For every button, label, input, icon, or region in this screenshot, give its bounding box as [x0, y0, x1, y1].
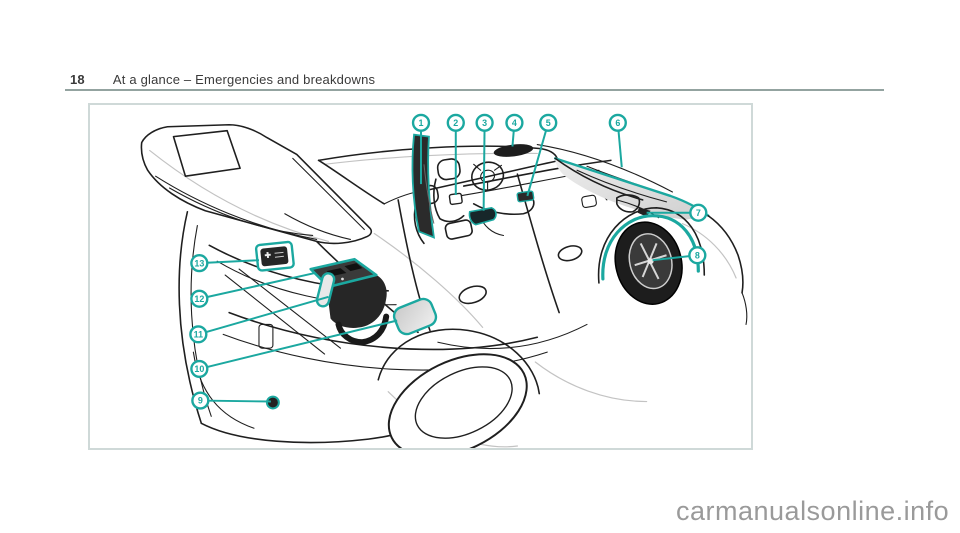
center-armrest: [444, 219, 473, 240]
header-rule: [65, 89, 884, 91]
item-5-target: [516, 190, 535, 203]
front-door-seam: [516, 173, 560, 314]
callout-leader-9: [200, 399, 271, 403]
front-wheel: [597, 207, 706, 305]
callout-leader-13: [199, 259, 260, 265]
callout-number-10: 10: [194, 364, 204, 374]
callout-leader-11: [198, 295, 329, 336]
callout-number-8: 8: [695, 250, 700, 260]
callout-leader-12: [199, 272, 315, 300]
side-mirror: [616, 194, 641, 213]
page-number: 18: [70, 72, 85, 87]
callout-number-6: 6: [615, 118, 620, 128]
watermark: carmanualsonline.info: [676, 496, 950, 526]
callout-number-9: 9: [198, 396, 203, 406]
passenger-headrest: [436, 158, 461, 181]
item-4-target: [493, 144, 534, 157]
callout-circle-10: [190, 359, 209, 379]
tow-hook-cover: [265, 395, 280, 410]
page-header: 18 At a glance – Emergencies and breakdo…: [70, 72, 375, 87]
b-pillar: [411, 133, 436, 239]
callout-circle-13: [190, 254, 209, 273]
callout-leader-10: [199, 319, 398, 370]
callout-number-5: 5: [546, 118, 551, 128]
callout-circle-5: [539, 113, 558, 132]
callout-number-7: 7: [696, 208, 701, 218]
callout-leader-3: [482, 122, 486, 211]
callout-circle-3: [475, 113, 494, 132]
trunk-handle: [258, 323, 274, 349]
callout-number-13: 13: [194, 258, 204, 268]
fuel-filler-flap: [392, 297, 438, 336]
callout-circle-11: [189, 325, 208, 344]
callout-circle-12: [190, 289, 209, 308]
roof-and-glass: [317, 143, 674, 350]
section-title: At a glance – Emergencies and breakdowns: [112, 72, 376, 87]
tailgate: [140, 123, 373, 245]
rear-door-handle: [458, 285, 487, 305]
callout-number-2: 2: [453, 118, 458, 128]
item-3-target: [468, 206, 497, 226]
callout-number-3: 3: [482, 118, 487, 128]
callout-number-1: 1: [419, 118, 424, 128]
callout-number-12: 12: [194, 294, 204, 304]
callout-circle-8: [688, 246, 707, 265]
front-door-handle: [557, 245, 583, 262]
callout-circle-6: [608, 113, 627, 132]
callout-circle-1: [411, 113, 431, 132]
hood-highlight: [553, 157, 710, 220]
rear-rim: [414, 366, 513, 439]
callout-circle-7: [689, 203, 708, 222]
callout-circle-4: [505, 113, 524, 132]
callout-number-4: 4: [512, 118, 517, 128]
callout-circle-9: [191, 391, 210, 410]
tailgate-window: [172, 129, 241, 177]
tool-box: [309, 257, 390, 346]
far-door-handle: [581, 194, 597, 208]
first-aid-compartment: [254, 240, 295, 272]
callout-circle-2: [446, 113, 465, 132]
callout-leader-5: [526, 122, 550, 197]
callout-number-11: 11: [194, 330, 203, 340]
rear-wheel: [377, 328, 541, 448]
